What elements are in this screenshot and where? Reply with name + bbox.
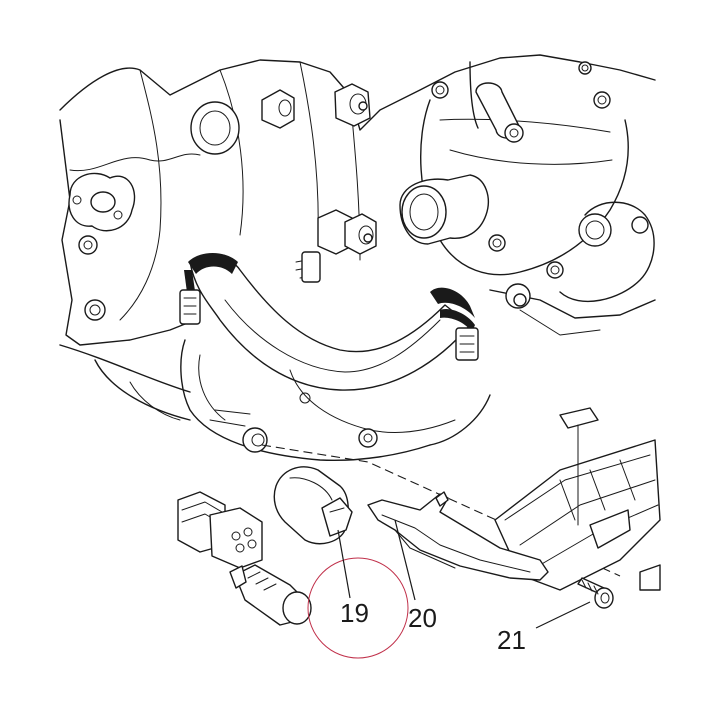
alignment-line (261, 444, 621, 577)
leader-line-19 (337, 529, 351, 599)
bracket-part-20 (367, 491, 549, 581)
engine-crankcase (59, 54, 656, 421)
highlight-circle (307, 557, 409, 659)
sensor-plug (229, 564, 312, 626)
leader-line-21 (535, 601, 591, 629)
callout-label-21: 21 (497, 625, 526, 655)
bolt-part-21 (577, 577, 614, 609)
side-cover (489, 201, 656, 336)
callout-label-19: 19 (340, 598, 369, 628)
rubber-cover-part-19 (273, 466, 353, 545)
leader-line-20 (394, 519, 416, 601)
skid-plate (494, 407, 661, 591)
oil-pan (180, 339, 491, 462)
coolant-hose (179, 253, 479, 391)
water-pump-housing (399, 61, 629, 276)
wiring-connector (177, 491, 263, 569)
callout-label-20: 20 (408, 603, 437, 633)
